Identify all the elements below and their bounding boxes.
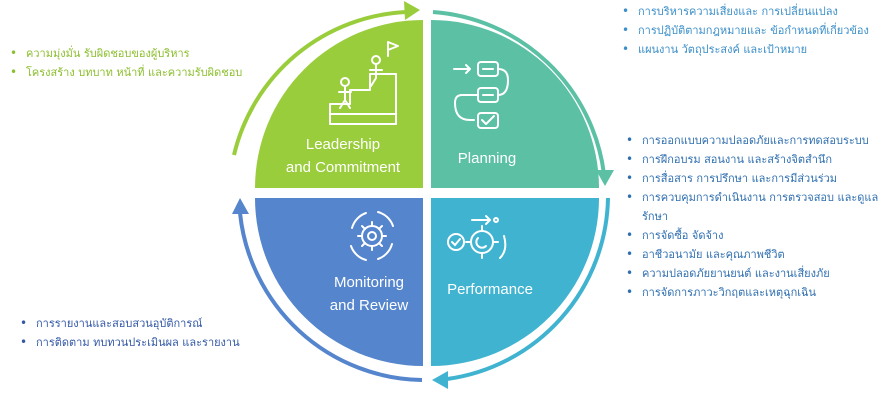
gear-cycle-icon (350, 211, 394, 261)
list-item: แผนงาน วัตถุประสงค์ และเป้าหมาย (620, 40, 869, 59)
list-item: การสื่อสาร การปรึกษา และการมีส่วนร่วม (624, 169, 886, 188)
monitoring-label-line2: and Review (330, 297, 409, 314)
quadrant-performance (431, 198, 599, 366)
cycle-arrow-bottom-left (238, 212, 423, 382)
arrowhead-right (596, 170, 614, 186)
list-item: ความปลอดภัยยานยนต์ และงานเสี่ยงภัย (624, 264, 886, 283)
people-climbing-stairs-icon (329, 41, 399, 125)
list-item: โครงสร้าง บทบาท หน้าที่ และความรับผิดชอบ (8, 63, 242, 82)
performance-label: Performance (447, 281, 533, 298)
cycle-arrow-top-right (432, 10, 606, 175)
planning-list: การบริหารความเสี่ยงและ การเปลี่ยนแปลง กา… (620, 2, 869, 59)
list-item: การติดตาม ทบทวนประเมินผล และรายงาน (18, 333, 240, 352)
quadrant-planning (431, 20, 599, 188)
monitoring-label-line1: Monitoring (334, 274, 404, 291)
cycle-arrow-bottom-right (446, 197, 610, 381)
list-item: การปฏิบัติตามกฎหมายและ ข้อกำหนดที่เกี่ยว… (620, 21, 869, 40)
performance-list: การออกแบบความปลอดภัยและการทดสอบระบบ การฝ… (624, 131, 886, 302)
leadership-label-line2: and Commitment (286, 159, 401, 176)
list-item: อาชีวอนามัย และคุณภาพชีวิต (624, 245, 886, 264)
planning-label: Planning (458, 150, 516, 167)
list-item: การควบคุมการดำเนินงาน การตรวจสอบ และดูแล… (624, 188, 886, 226)
monitoring-list: การรายงานและสอบสวนอุบัติการณ์ การติดตาม … (18, 314, 240, 352)
arrowhead-left (232, 198, 249, 214)
list-item: การรายงานและสอบสวนอุบัติการณ์ (18, 314, 240, 333)
list-item: ความมุ่งมั่น รับผิดชอบของผู้บริหาร (8, 44, 242, 63)
list-item: การจัดซื้อ จัดจ้าง (624, 226, 886, 245)
leadership-list: ความมุ่งมั่น รับผิดชอบของผู้บริหาร โครงส… (8, 44, 242, 82)
list-item: การจัดการภาวะวิกฤตและเหตุฉุกเฉิน (624, 283, 886, 302)
gear-process-icon (447, 215, 507, 259)
list-item: การออกแบบความปลอดภัยและการทดสอบระบบ (624, 131, 886, 150)
checklist-flow-icon (453, 61, 509, 129)
leadership-label-line1: Leadership (306, 136, 380, 153)
arrowhead-top (404, 1, 420, 20)
list-item: การบริหารความเสี่ยงและ การเปลี่ยนแปลง (620, 2, 869, 21)
arrowhead-bottom (432, 371, 448, 389)
cycle-arrow-top-left (232, 10, 408, 156)
list-item: การฝึกอบรม สอนงาน และสร้างจิตสำนึก (624, 150, 886, 169)
